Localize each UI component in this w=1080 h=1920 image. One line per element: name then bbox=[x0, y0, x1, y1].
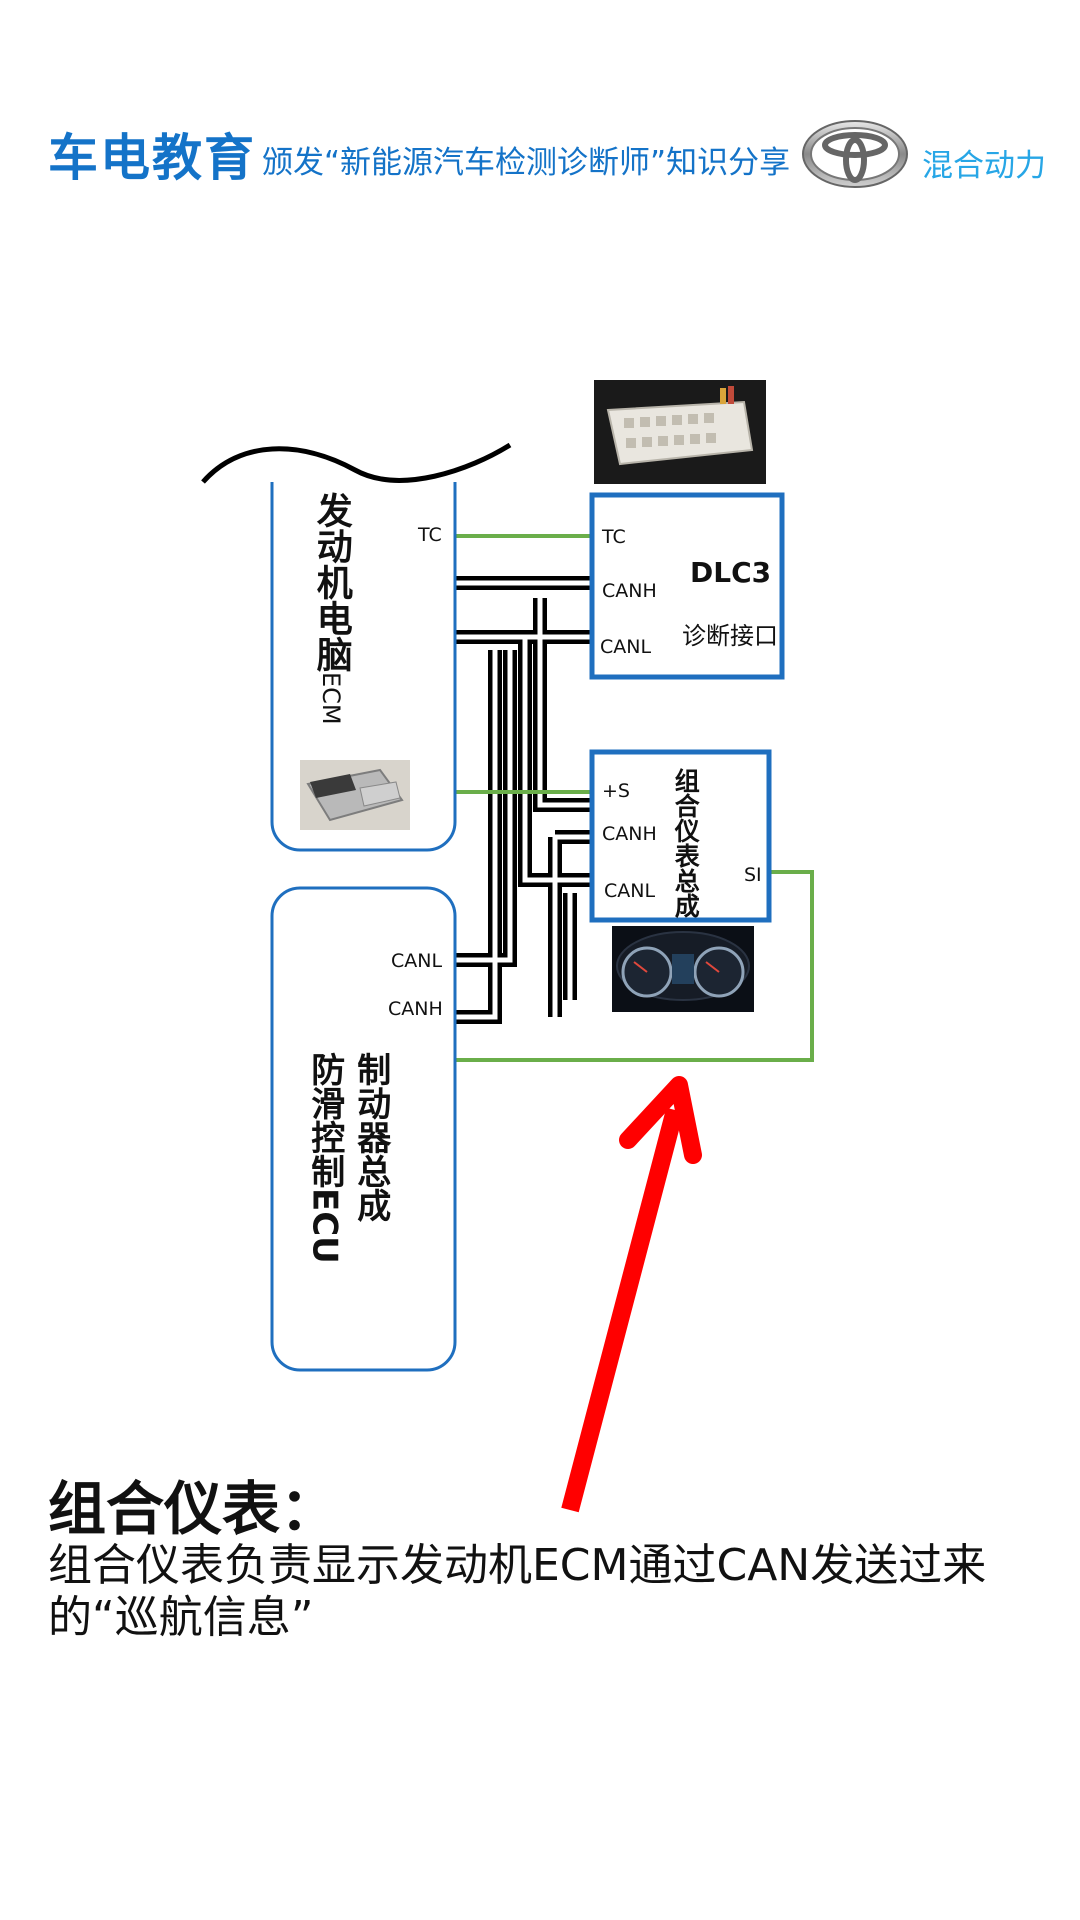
meter-pin-s: +S bbox=[602, 780, 630, 802]
header-tagline: 颁发“新能源汽车检测诊断师”知识分享 bbox=[262, 145, 791, 181]
si-wire bbox=[455, 870, 814, 1062]
meter-label: 组合仪表总成 bbox=[671, 768, 701, 918]
ecm-label: 发动机电脑ECM bbox=[310, 492, 352, 725]
instrument-cluster-photo bbox=[612, 926, 754, 1012]
toyota-logo-icon bbox=[800, 118, 910, 190]
red-arrow bbox=[561, 1076, 702, 1513]
brake-pin-canh: CANH bbox=[388, 998, 443, 1020]
section-title: 组合仪表： bbox=[48, 1475, 339, 1543]
dlc3-subtitle: 诊断接口 bbox=[682, 622, 778, 650]
dlc3-pin-canh: CANH bbox=[602, 580, 657, 602]
meter-box bbox=[589, 749, 772, 923]
dlc3-title: DLC3 bbox=[690, 556, 772, 589]
ecm-pin-tc: TC bbox=[418, 524, 442, 546]
brand-title: 车电教育 bbox=[48, 129, 256, 187]
brake-pin-canl: CANL bbox=[391, 950, 443, 972]
section-description: 组合仪表负责显示发动机ECM通过CAN发送过来的“巡航信息” bbox=[48, 1540, 987, 1643]
meter-pin-canh: CANH bbox=[602, 823, 657, 845]
hybrid-label: 混合动力 bbox=[922, 148, 1046, 184]
can-bus-wires bbox=[455, 576, 592, 1024]
brake-label-col1: 制动器总成 bbox=[350, 1052, 391, 1222]
signal-wires bbox=[455, 534, 814, 1062]
dlc3-pin-canl: CANL bbox=[600, 636, 652, 658]
meter-pin-si: SI bbox=[744, 864, 762, 886]
dlc3-connector-photo bbox=[594, 380, 766, 484]
cut-line bbox=[201, 442, 512, 484]
ecm-label-cn: 发动机电脑 bbox=[310, 492, 352, 672]
brake-ecu-box bbox=[270, 886, 457, 1372]
meter-pin-canl: CANL bbox=[604, 880, 656, 902]
ecm-label-en: ECM bbox=[316, 672, 345, 725]
dlc3-pin-tc: TC bbox=[602, 526, 626, 548]
brake-label-col2: 防滑控制ECU bbox=[304, 1052, 345, 1264]
ecm-unit-photo bbox=[300, 760, 410, 830]
dlc3-box bbox=[589, 492, 785, 680]
